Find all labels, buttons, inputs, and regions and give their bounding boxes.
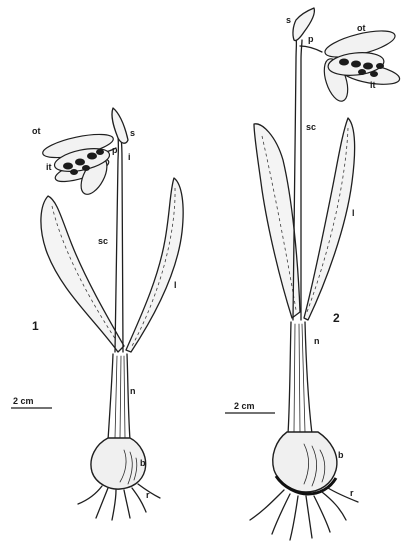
plant-2-flower	[300, 26, 401, 104]
plant-2-label-s: s	[286, 15, 291, 25]
plant-2-label-p: p	[308, 34, 314, 44]
plant-1-left-leaf	[41, 196, 124, 352]
plant-1-scale-label: 2 cm	[13, 396, 34, 406]
plant-1-label-it: it	[46, 162, 52, 172]
plant-2-roots	[250, 488, 358, 540]
plant-1-number: 1	[32, 319, 39, 333]
plant-2-scale-label: 2 cm	[234, 401, 255, 411]
plant-1-label-r: r	[146, 490, 150, 500]
plant-1: ot it p s i sc l n b r 1 2 cm	[11, 108, 183, 520]
plant-1-label-i: i	[128, 152, 131, 162]
plant-1-flower	[41, 130, 116, 199]
plant-1-spathe	[112, 108, 128, 143]
plant-2-label-r: r	[350, 488, 354, 498]
plant-2-label-sc: sc	[306, 122, 316, 132]
plant-2-bulb	[273, 432, 337, 494]
plant-2-label-ot: ot	[357, 23, 366, 33]
plant-1-label-b: b	[140, 458, 146, 468]
plant-2-scale-bar: 2 cm	[225, 401, 275, 413]
plant-1-right-leaf	[126, 178, 183, 352]
plant-1-label-n: n	[130, 386, 136, 396]
plant-1-label-ot: ot	[32, 126, 41, 136]
plant-1-bulb	[91, 438, 146, 489]
plant-1-label-s: s	[130, 128, 135, 138]
plant-1-scale-bar: 2 cm	[11, 396, 52, 408]
plant-2-right-leaf	[304, 118, 355, 320]
plant-1-label-sc: sc	[98, 236, 108, 246]
plant-2-label-b: b	[338, 450, 344, 460]
plant-2-label-n: n	[314, 336, 320, 346]
plant-1-label-p: p	[112, 145, 118, 155]
plant-2-number: 2	[333, 311, 340, 325]
plant-1-label-l: l	[174, 280, 177, 290]
plant-2-label-it: it	[370, 80, 376, 90]
plant-2-label-l: l	[352, 208, 355, 218]
plant-2-neck	[288, 322, 312, 434]
plant-1-neck	[108, 354, 130, 440]
plant-2: s p ot it sc l n b r 2 2 cm	[225, 8, 401, 540]
